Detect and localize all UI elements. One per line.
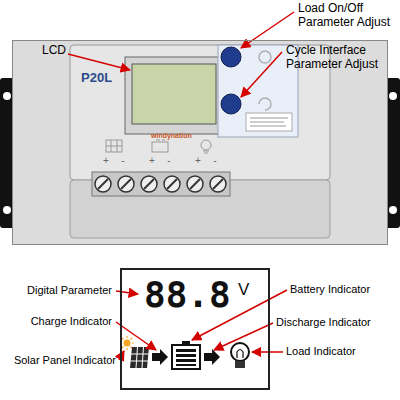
sun-icon [120, 336, 134, 350]
polarity-mark: + [194, 155, 202, 167]
polarity-mark: + [148, 155, 156, 167]
mounting-hole [3, 92, 11, 100]
callout-label: Load Indicator [286, 345, 396, 358]
mounting-hole [389, 206, 397, 214]
solar-panel-icon [130, 347, 149, 368]
charge-arrow-icon [152, 349, 168, 365]
cycle-button [221, 94, 241, 114]
unit-letter: V [238, 280, 249, 300]
callout-label: Battery Indicator [290, 283, 396, 296]
model-number: P20L [81, 71, 112, 86]
digital-readout: 88.8 [144, 274, 231, 315]
load-symbol [259, 51, 271, 63]
polarity-mark: - [119, 155, 127, 167]
callout-label: Discharge Indicator [276, 316, 396, 329]
solar-terminal-icon [106, 140, 122, 152]
lcd-screen [132, 64, 216, 124]
terminal-strip [92, 172, 230, 196]
leader-line [116, 322, 156, 350]
lcd-bezel [125, 57, 222, 134]
terminal-screw [187, 176, 203, 192]
terminal-screw [210, 176, 226, 192]
bulb-icon [231, 343, 249, 368]
callout-label: LCD [42, 44, 72, 58]
mounting-hole [3, 206, 11, 214]
spec-sticker [246, 113, 292, 131]
terminal-screw [95, 176, 111, 192]
leader-line [252, 351, 283, 353]
terminal-screw [118, 176, 134, 192]
discharge-arrow-icon [204, 349, 220, 365]
load-terminal-icon [201, 140, 211, 153]
lcd-closeup-panel: 88.8 V [120, 268, 270, 390]
leader-line [214, 323, 273, 350]
callout-label: Digital Parameter [2, 284, 112, 297]
battery-icon [172, 341, 200, 369]
polarity-mark: - [165, 155, 173, 167]
brand-logo: windynation [151, 132, 192, 140]
terminal-screw [164, 176, 180, 192]
leader-line [68, 54, 130, 70]
terminal-screws [95, 176, 226, 192]
mounting-hole [389, 92, 397, 100]
battery-terminal-icon [152, 140, 168, 152]
leader-line [241, 52, 282, 97]
callout-label: Charge Indicator [2, 315, 112, 328]
cycle-symbol [259, 98, 271, 110]
polarity-mark: + [102, 155, 110, 167]
callout-label: Load On/Off Parameter Adjust [298, 2, 398, 30]
lcd-closeup-ground [120, 268, 270, 390]
polarity-mark: - [211, 155, 219, 167]
load-button [221, 47, 241, 67]
callout-label: Solar Panel Indicator [2, 354, 116, 367]
leader-line [241, 12, 294, 48]
terminal-screw [141, 176, 157, 192]
sticker-lines [250, 118, 288, 126]
callout-label: Cycle Interface Parameter Adjust [286, 44, 396, 72]
